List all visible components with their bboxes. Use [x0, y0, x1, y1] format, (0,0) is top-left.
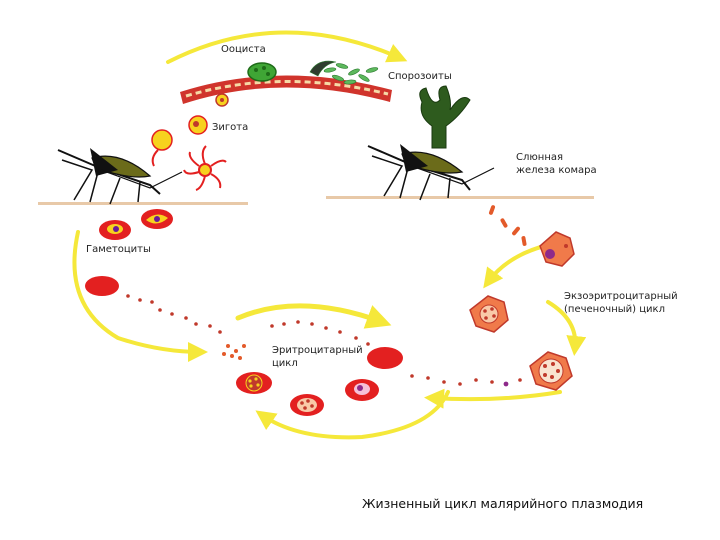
mosquito-icon — [367, 144, 495, 201]
label-exo-cycle-1: Экзоэритроцитарный — [564, 291, 678, 302]
arrow-bottom-right — [424, 388, 562, 409]
ground-left — [38, 202, 248, 205]
label-gametocytes: Гаметоциты — [86, 244, 151, 255]
zygote-icon — [188, 93, 229, 135]
label-salivary-gland-1: Слюнная — [516, 152, 564, 163]
merozoites — [126, 294, 522, 387]
arrow-left — [72, 230, 208, 362]
oocyst-icon — [247, 62, 277, 82]
red-blood-cell-icon — [236, 372, 272, 394]
red-blood-cell-icon — [345, 379, 379, 401]
red-blood-cell-icon — [290, 394, 324, 416]
arrow-top — [166, 30, 408, 64]
arrow-right-upper — [483, 243, 550, 289]
label-exo-cycle-2: (печеночный) цикл — [564, 304, 665, 315]
red-blood-cell-icon — [99, 220, 131, 240]
label-zygote: Зигота — [212, 122, 249, 133]
salivary-gland-icon — [419, 85, 471, 149]
liver-cell-icon — [529, 351, 573, 391]
stomach-wall — [180, 75, 392, 104]
red-blood-cell-icon — [85, 276, 119, 296]
arrow-center-bottom — [255, 390, 450, 440]
red-blood-cell-icon — [367, 347, 403, 369]
figure-caption: Жизненный цикл малярийного плазмодия — [362, 496, 644, 511]
liver-cell-icon — [539, 231, 575, 267]
label-ery-cycle-1: Эритроцитарный — [272, 345, 363, 356]
label-salivary-gland-2: железа комара — [516, 165, 597, 176]
arrow-center-top — [235, 303, 392, 329]
red-blood-cell-icon — [141, 209, 173, 229]
label-sporozoites: Спорозоиты — [388, 71, 452, 82]
arrow-right-lower — [546, 300, 587, 356]
label-ery-cycle-2: цикл — [272, 358, 298, 369]
exflagellation-icon — [183, 145, 227, 191]
ruptured-cell-icon — [222, 344, 246, 360]
ground-lines — [38, 196, 594, 205]
mosquito-icon — [57, 148, 183, 205]
ground-right — [326, 196, 594, 199]
cycle-arrows — [72, 30, 587, 440]
liver-cell-icon — [469, 295, 509, 333]
label-oocyst: Ооциста — [221, 44, 266, 55]
sporozoites-cluster — [309, 60, 379, 85]
sporozoites-in-blood — [488, 205, 527, 246]
gamete-icon — [151, 129, 173, 167]
